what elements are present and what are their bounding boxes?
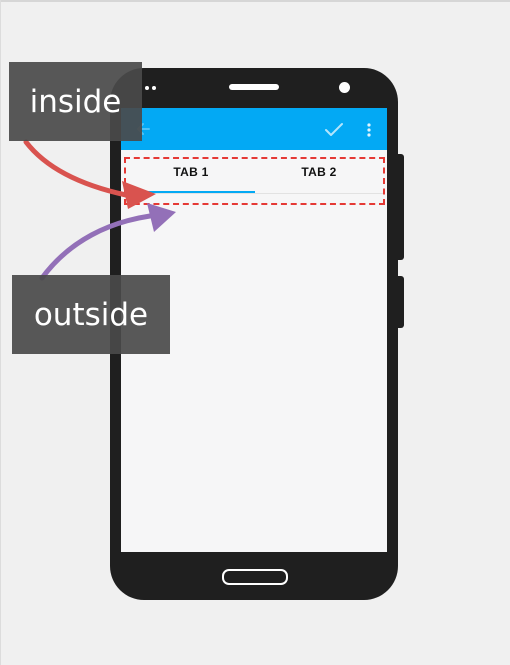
outside-arrow (39, 213, 153, 281)
page-top-border (0, 0, 510, 2)
tab-2-label: TAB 2 (301, 165, 337, 179)
inside-callout-label: inside (29, 83, 122, 120)
power-button (398, 276, 404, 328)
tab-bar-divider (127, 193, 383, 194)
front-camera (339, 82, 350, 93)
page-left-border (0, 0, 1, 665)
tab-1[interactable]: TAB 1 (127, 150, 255, 194)
inside-callout: inside (9, 62, 142, 141)
sensor-dot (152, 86, 156, 90)
volume-button (398, 154, 404, 260)
earpiece-speaker (229, 84, 279, 90)
tab-bar-highlight (124, 157, 385, 205)
sensor-dot (145, 86, 149, 90)
outside-arrowhead (147, 203, 176, 232)
home-button[interactable] (222, 569, 288, 585)
tab-1-label: TAB 1 (173, 165, 209, 179)
phone-screen: TAB 1 TAB 2 (121, 108, 387, 552)
app-bar (121, 108, 387, 150)
tab-2[interactable]: TAB 2 (255, 150, 383, 194)
more-vert-icon[interactable] (367, 123, 371, 137)
inside-arrow (23, 139, 129, 198)
outside-callout: outside (12, 275, 170, 354)
inside-arrowhead (122, 181, 156, 209)
tab-selected-indicator (127, 191, 255, 193)
check-icon[interactable] (324, 122, 344, 138)
outside-callout-label: outside (33, 296, 149, 333)
